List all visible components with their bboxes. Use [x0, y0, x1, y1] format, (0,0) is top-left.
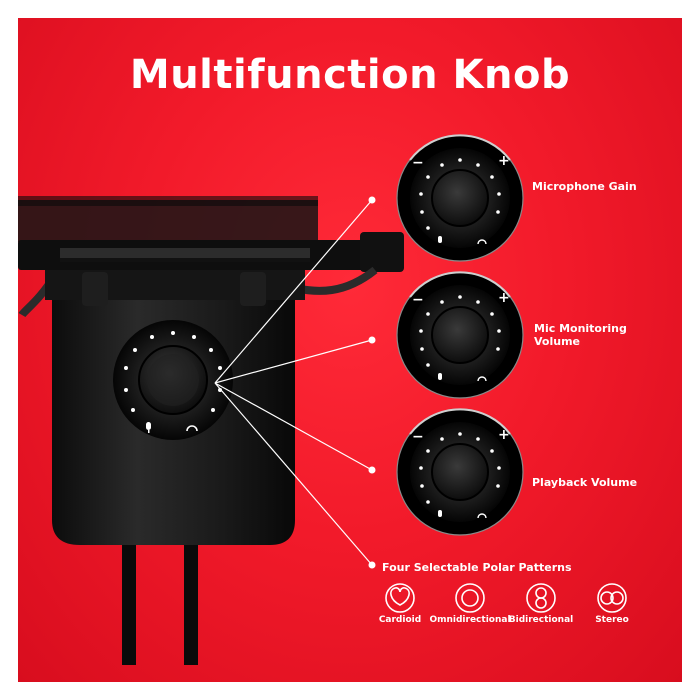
- stereo-icon: [597, 583, 627, 613]
- callout-label-line: Volume: [534, 335, 580, 348]
- pattern-label-stereo: Stereo: [595, 615, 629, 625]
- knob2-minus-sign: −: [412, 292, 424, 308]
- polar-patterns-heading: Four Selectable Polar Patterns: [382, 561, 572, 574]
- callout-lines: [214, 199, 373, 566]
- pattern-label-cardioid: Cardioid: [378, 615, 422, 625]
- omnidirectional-icon: [455, 583, 485, 613]
- polar-pattern-icons: [385, 583, 627, 613]
- callout-label-line: Microphone Gain: [532, 180, 637, 193]
- callout-label-line: Mic Monitoring: [534, 322, 627, 335]
- callout-label-line: Playback Volume: [532, 476, 638, 489]
- knob1-minus-sign: −: [412, 155, 424, 171]
- body-knob-mic-icon: [146, 422, 151, 433]
- knob3-minus-sign: −: [412, 429, 424, 445]
- callout-label-playback-volume: Playback Volume: [532, 476, 637, 489]
- body-knob-led-ring: [124, 331, 222, 412]
- pattern-label-omnidirectional: Omnidirectional: [429, 615, 511, 625]
- pattern-label-bidirectional: Bidirectional: [508, 615, 574, 625]
- callout-label-mic-monitoring: Mic Monitoring Volume: [534, 322, 627, 348]
- knob-mic-icons: [438, 236, 442, 517]
- knob-detail-playback-volume: [396, 408, 524, 536]
- knob3-plus-sign: +: [498, 427, 510, 443]
- knob-detail-mic-monitoring: [396, 271, 524, 399]
- page-title: Multifunction Knob: [129, 52, 571, 98]
- cardioid-icon: [385, 583, 415, 613]
- callout-dots: [368, 196, 376, 569]
- knob1-plus-sign: +: [498, 153, 510, 169]
- knob-detail-microphone-gain: [396, 134, 524, 262]
- mic-head: [18, 196, 318, 242]
- callout-label-microphone-gain: Microphone Gain: [532, 180, 637, 193]
- body-knob-headphone-icon: [186, 425, 198, 432]
- knob-headphone-icons: [477, 239, 487, 519]
- body-knob[interactable]: [113, 320, 233, 440]
- bidirectional-icon: [526, 583, 556, 613]
- knob2-plus-sign: +: [498, 290, 510, 306]
